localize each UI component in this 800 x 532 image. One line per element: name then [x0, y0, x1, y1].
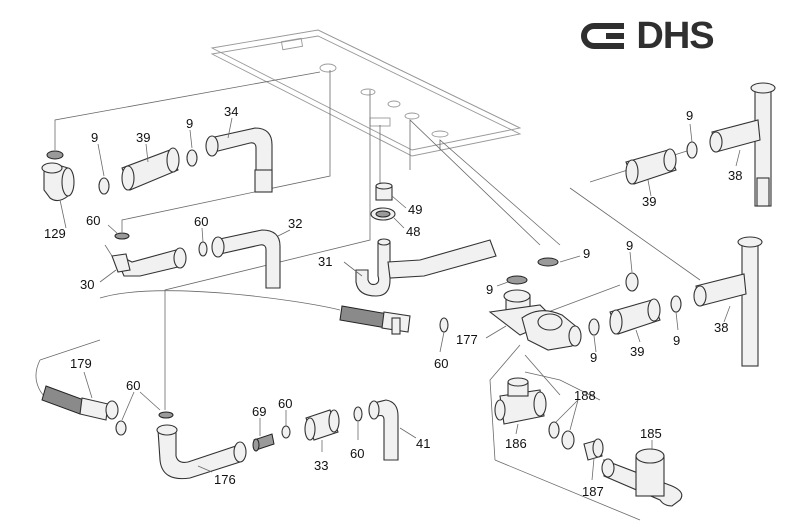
part-washer-188b: [561, 430, 575, 450]
part-flex-hose-tap: [339, 305, 411, 335]
part-39-union-nut-upper: [625, 148, 677, 185]
label-9: 9: [686, 108, 693, 123]
label-9: 9: [91, 130, 98, 145]
brand-logo-mark-icon: [581, 23, 625, 49]
part-186-valve: [494, 377, 547, 425]
label-38: 38: [728, 168, 742, 183]
part-34-bent-pipe: [205, 127, 273, 193]
label-48: 48: [406, 224, 420, 239]
label-32: 32: [288, 216, 302, 231]
label-69: 69: [252, 404, 266, 419]
part-washer-9a: [98, 177, 110, 195]
label-39: 39: [642, 194, 656, 209]
label-9: 9: [583, 246, 590, 261]
part-washer-9h: [670, 295, 682, 313]
label-60: 60: [194, 214, 208, 229]
label-34: 34: [224, 104, 238, 119]
part-washer-60d: [115, 420, 127, 436]
label-9: 9: [486, 282, 493, 297]
label-177: 177: [456, 332, 478, 347]
part-33-connector: [304, 409, 340, 441]
part-washer-9f: [625, 272, 639, 292]
part-washer-60c: [439, 317, 449, 333]
part-129-elbow: [41, 162, 75, 202]
part-washer-60e: [281, 425, 291, 439]
label-60: 60: [126, 378, 140, 393]
label-9: 9: [590, 350, 597, 365]
part-32-bent-pipe: [211, 229, 281, 289]
part-washer-129: [46, 150, 64, 160]
label-39: 39: [136, 130, 150, 145]
brand-logo-text: DHS: [636, 14, 714, 57]
part-177-valve: [488, 289, 582, 351]
label-9: 9: [673, 333, 680, 348]
part-49-plug: [375, 182, 393, 201]
brand-logo: DHS: [562, 8, 728, 64]
label-129: 129: [44, 226, 66, 241]
part-washer-9e: [686, 141, 698, 159]
label-60: 60: [350, 446, 364, 461]
part-number-labels: 9 39 9 34 129 60 60 32 30 31 49 48 9 38 …: [44, 104, 742, 499]
label-60: 60: [86, 213, 100, 228]
part-185-tee: [601, 448, 683, 507]
label-49: 49: [408, 202, 422, 217]
part-washer-9c: [506, 275, 528, 285]
label-60: 60: [278, 396, 292, 411]
part-187-nipple: [583, 438, 604, 461]
label-31: 31: [318, 254, 332, 269]
label-38: 38: [714, 320, 728, 335]
part-30-pipe: [111, 247, 187, 277]
part-washer-9g: [588, 318, 600, 336]
part-179-flex-hose: [41, 385, 119, 421]
part-31-siphon-trap: [355, 238, 497, 297]
part-washer-9d: [537, 257, 559, 267]
part-176-bent-pipe: [156, 424, 247, 480]
part-38-tee-upper: [709, 82, 776, 207]
label-186: 186: [505, 436, 527, 451]
label-41: 41: [416, 436, 430, 451]
label-33: 33: [314, 458, 328, 473]
part-38-tee-lower: [693, 236, 763, 367]
label-179: 179: [70, 356, 92, 371]
label-9: 9: [626, 238, 633, 253]
part-washer-60b: [198, 241, 208, 257]
part-washer-188a: [548, 421, 560, 439]
part-washer-9b: [186, 149, 198, 167]
label-187: 187: [582, 484, 604, 499]
label-176: 176: [214, 472, 236, 487]
leader-lines: [35, 70, 701, 521]
part-washer-60a: [114, 232, 130, 240]
part-48-nut: [370, 207, 396, 221]
part-41-bent-pipe: [368, 399, 399, 461]
part-39-union-nut-lower: [609, 298, 661, 335]
part-69-screw: [252, 433, 275, 452]
label-188: 188: [574, 388, 596, 403]
label-60: 60: [434, 356, 448, 371]
part-39-union-nut: [121, 147, 180, 191]
label-30: 30: [80, 277, 94, 292]
label-leaders: [59, 117, 741, 481]
label-185: 185: [640, 426, 662, 441]
part-washer-60f: [353, 406, 363, 422]
label-9: 9: [186, 116, 193, 131]
part-washer-176: [158, 411, 174, 419]
label-39: 39: [630, 344, 644, 359]
